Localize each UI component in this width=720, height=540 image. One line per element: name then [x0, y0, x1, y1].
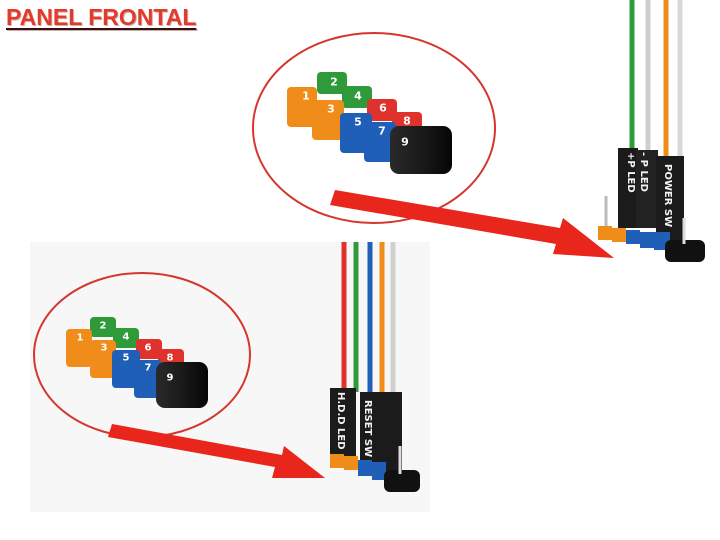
pin-8-label: 8 [403, 115, 411, 128]
pin-3 [312, 100, 344, 140]
header-pin-blue [626, 230, 640, 244]
page-title: PANEL FRONTAL [6, 4, 197, 30]
pin-9 [390, 126, 452, 174]
header-pin-blue-2 [640, 232, 654, 248]
bottom-diagram: 2 1 4 3 6 5 8 7 9 H.D.D LED RESET SW [33, 242, 420, 492]
header-pin-blue-b [358, 460, 372, 476]
pin-7 [364, 122, 396, 162]
header-pin-orange-b2 [344, 456, 358, 470]
connector-power-sw [656, 156, 684, 242]
pin-3-b [90, 340, 116, 378]
pin-7-label: 7 [378, 125, 386, 138]
pin-5-b [112, 350, 140, 388]
pin-6-b-label: 6 [145, 343, 152, 354]
pin-header-top: 2 1 4 3 6 5 8 7 9 [287, 72, 452, 174]
pin-7-b [134, 360, 162, 398]
pin-4-b-label: 4 [123, 332, 130, 343]
pin-3-label: 3 [327, 103, 335, 116]
zoom-circle-top [252, 32, 496, 224]
pin-9-b-label: 9 [167, 373, 174, 384]
pin-1 [287, 87, 317, 127]
pin-4-label: 4 [354, 90, 362, 103]
label-minus-p-led: - P LED [638, 152, 649, 192]
bottom-connectors: H.D.D LED RESET SW [330, 388, 420, 492]
pin-9-label: 9 [401, 136, 409, 149]
header-pin-blue-b2 [372, 462, 386, 480]
pin-2 [317, 72, 347, 94]
pin-1-b [66, 329, 92, 367]
pin-2-label: 2 [330, 76, 338, 89]
top-diagram: 2 1 4 3 6 5 8 7 9 [252, 0, 705, 262]
connector-hdd-led [330, 388, 356, 460]
connector-reset-sw [360, 392, 402, 472]
pin-5-label: 5 [354, 116, 362, 129]
pin-5-b-label: 5 [123, 353, 130, 364]
label-plus-p-led: +P LED [625, 152, 636, 193]
pin-6-b [136, 339, 162, 359]
header-pin-black [665, 240, 705, 262]
pin-4-b [113, 328, 139, 348]
pin-8-b-label: 8 [167, 353, 174, 364]
pin-7-b-label: 7 [145, 363, 152, 374]
label-power-sw: POWER SW [662, 164, 673, 227]
pin-4 [342, 86, 372, 108]
header-pin-orange [598, 226, 612, 240]
header-pin-black-b [384, 470, 420, 492]
pin-header-bottom: 2 1 4 3 6 5 8 7 9 [66, 317, 208, 408]
pin-3-b-label: 3 [101, 343, 108, 354]
pointer-arrow-top [330, 190, 614, 258]
header-pin-orange-b [330, 454, 344, 468]
pin-2-b-label: 2 [100, 321, 107, 332]
pin-6-label: 6 [379, 102, 387, 115]
pin-2-b [90, 317, 116, 337]
header-pin-orange-2 [612, 228, 626, 242]
connector-plus-p-led [618, 148, 638, 228]
pointer-arrow-bottom [108, 424, 325, 478]
top-connectors: +P LED - P LED POWER SW [598, 148, 705, 262]
pin-6 [367, 99, 397, 121]
label-hdd-led: H.D.D LED [335, 392, 346, 450]
label-reset-sw: RESET SW [362, 400, 373, 457]
pin-1-label: 1 [302, 90, 310, 103]
pin-9-b [156, 362, 208, 408]
pin-1-b-label: 1 [77, 333, 84, 344]
connector-minus-p-led [636, 150, 658, 228]
